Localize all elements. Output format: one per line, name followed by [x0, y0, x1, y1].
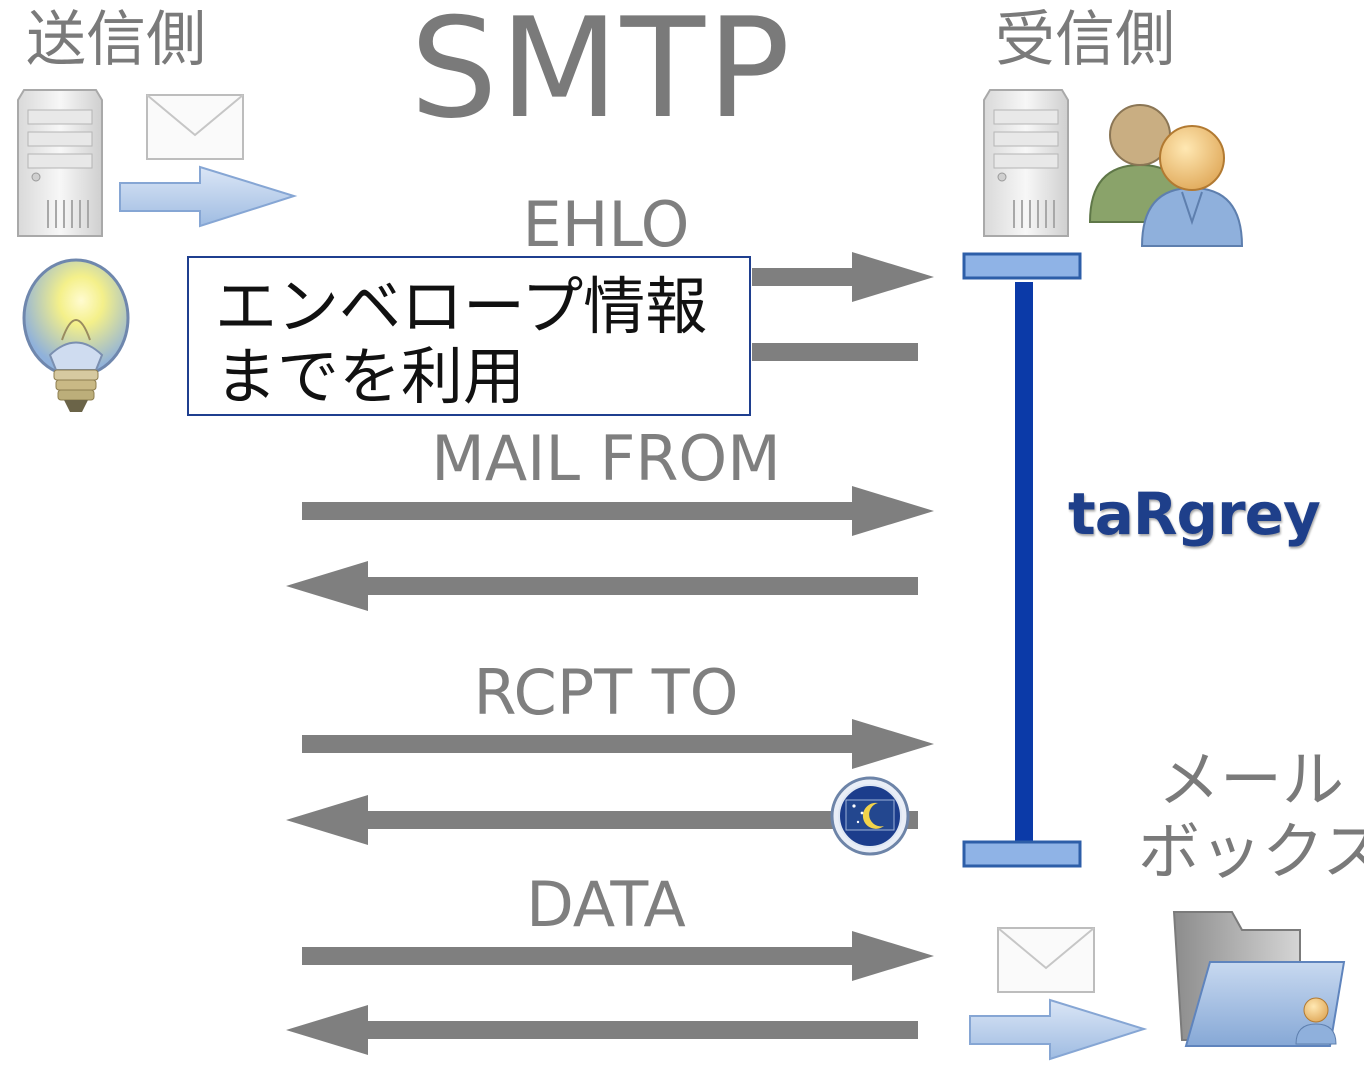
mail-from-response-arrow: [286, 561, 918, 611]
ehlo-request-arrow: [752, 252, 934, 302]
data-request-arrow: [302, 931, 934, 981]
mail-from-label: MAIL FROM: [431, 422, 781, 495]
data-response-arrow: [286, 1005, 918, 1055]
note-line-1: エンベロープ情報: [215, 270, 708, 343]
rcpt-to-request-arrow: [302, 719, 934, 769]
data-label: DATA: [526, 868, 686, 941]
targrey-scope-bar: [962, 252, 1082, 868]
sequence-arrows: [286, 252, 934, 1055]
rcpt-to-label: RCPT TO: [473, 656, 739, 729]
mailbox-label: メール ボックス: [1138, 744, 1364, 888]
note-line-2: までを利用: [215, 340, 526, 413]
diagram-title: SMTP: [410, 0, 793, 149]
sender-envelope-icon: [146, 94, 244, 160]
folder-user-icon: [1172, 911, 1346, 1047]
mail-from-request-arrow: [302, 486, 934, 536]
sender-send-arrow-icon: [119, 165, 298, 228]
mailbox-label-line-2: ボックス: [1138, 815, 1364, 888]
envelope-info-note: エンベロープ情報 までを利用: [187, 256, 751, 416]
targrey-logo: taRgrey: [1068, 480, 1321, 548]
mailbox-label-line-1: メール: [1157, 743, 1344, 816]
receiver-heading: 受信側: [995, 5, 1175, 75]
ehlo-label: EHLO: [522, 188, 690, 261]
receiver-envelope-icon: [997, 927, 1095, 993]
lightbulb-icon: [22, 258, 130, 412]
sender-heading: 送信側: [26, 5, 206, 75]
receiver-deliver-arrow-icon: [969, 998, 1148, 1061]
ehlo-response-arrow: [752, 343, 918, 361]
sender-server-icon: [17, 89, 103, 237]
receiver-server-icon: [983, 89, 1069, 237]
moon-sleep-icon: [830, 776, 910, 856]
users-icon: [1088, 104, 1244, 247]
rcpt-to-response-arrow: [286, 795, 918, 845]
